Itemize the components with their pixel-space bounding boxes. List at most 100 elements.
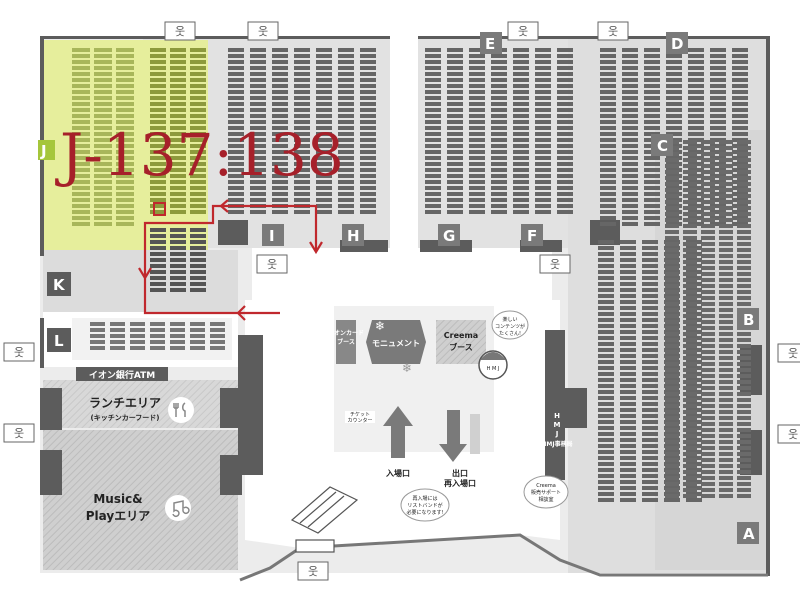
booth-table — [72, 84, 90, 88]
booth-table — [491, 210, 507, 214]
booth-table — [360, 204, 376, 208]
booth-table — [642, 486, 658, 490]
booth-table — [250, 78, 266, 82]
booth-table — [170, 288, 186, 292]
booth-table — [72, 66, 90, 70]
booth-table — [644, 168, 660, 172]
svg-text:H M J: H M J — [487, 366, 500, 372]
booth-table — [250, 174, 266, 178]
booth-table — [94, 180, 112, 184]
booth-table — [598, 312, 614, 316]
booth-table — [683, 230, 697, 234]
booth-table — [620, 330, 636, 334]
booth-table — [600, 72, 616, 76]
booth-table — [737, 494, 751, 498]
restroom-icon — [539, 254, 571, 274]
booth-table — [701, 428, 715, 432]
booth-table — [72, 162, 90, 166]
restroom-icon — [297, 561, 329, 581]
booth-table — [150, 54, 166, 58]
booth-table — [737, 380, 751, 384]
booth-table — [644, 96, 660, 100]
booth-table — [316, 210, 332, 214]
booth-table — [598, 396, 614, 400]
restroom-icon — [3, 342, 35, 362]
restroom-icon — [3, 423, 35, 443]
booth-table — [622, 54, 638, 58]
booth-table — [665, 404, 679, 408]
booth-table — [272, 102, 288, 106]
booth-table — [701, 380, 715, 384]
booth-table — [116, 222, 134, 226]
booth-table — [535, 66, 551, 70]
booth-table — [701, 170, 715, 174]
booth-table — [665, 296, 679, 300]
booth-table — [719, 416, 733, 420]
booth-table — [447, 198, 463, 202]
booth-table — [535, 210, 551, 214]
booth-table — [710, 192, 726, 196]
booth-table — [732, 126, 748, 130]
booth-table — [150, 180, 166, 184]
booth-table — [94, 48, 112, 52]
booth-table — [72, 144, 90, 148]
booth-table — [250, 108, 266, 112]
booth-table — [535, 132, 551, 136]
booth-table — [665, 242, 679, 246]
booth-table — [719, 386, 733, 390]
booth-table — [557, 114, 573, 118]
booth-table — [642, 396, 658, 400]
booth-table — [665, 464, 679, 468]
booth-table — [701, 218, 715, 222]
booth-table — [228, 198, 244, 202]
booth-table — [598, 378, 614, 382]
booth-table — [190, 186, 206, 190]
booth-table — [719, 176, 733, 180]
restroom-glyph: 웃 — [14, 427, 24, 440]
booth-table — [190, 150, 206, 154]
booth-table — [701, 224, 715, 228]
snowflake-icon: ❄ — [375, 319, 385, 333]
booth-table — [447, 144, 463, 148]
booth-table — [294, 174, 310, 178]
booth-table — [642, 450, 658, 454]
booth-table — [642, 426, 658, 430]
booth-table — [272, 180, 288, 184]
restroom-icon — [597, 21, 629, 41]
booth-table — [190, 156, 206, 160]
booth-table — [683, 434, 697, 438]
creema-booth — [436, 320, 486, 364]
booth-table — [642, 342, 658, 346]
booth-table — [737, 272, 751, 276]
booth-table — [732, 90, 748, 94]
booth-table — [710, 156, 726, 160]
booth-table — [491, 84, 507, 88]
booth-table — [116, 72, 134, 76]
booth-table — [469, 66, 485, 70]
booth-table — [620, 354, 636, 358]
booth-table — [491, 192, 507, 196]
booth-table — [170, 270, 186, 274]
booth-table — [557, 210, 573, 214]
booth-table — [701, 488, 715, 492]
booth-table — [665, 434, 679, 438]
booth-table — [598, 384, 614, 388]
booth-table — [425, 210, 441, 214]
booth-table — [719, 464, 733, 468]
booth-table — [535, 108, 551, 112]
booth-table — [110, 334, 125, 338]
booth-table — [294, 168, 310, 172]
music-play-area — [43, 430, 238, 570]
booth-table — [737, 266, 751, 270]
booth-table — [116, 120, 134, 124]
booth-table — [710, 108, 726, 112]
booth-table — [710, 102, 726, 106]
booth-table — [710, 186, 726, 190]
booth-table — [737, 362, 751, 366]
booth-table — [710, 60, 726, 64]
booth-table — [600, 48, 616, 52]
booth-table — [250, 114, 266, 118]
booth-table — [491, 168, 507, 172]
booth-table — [294, 180, 310, 184]
booth-table — [190, 66, 206, 70]
